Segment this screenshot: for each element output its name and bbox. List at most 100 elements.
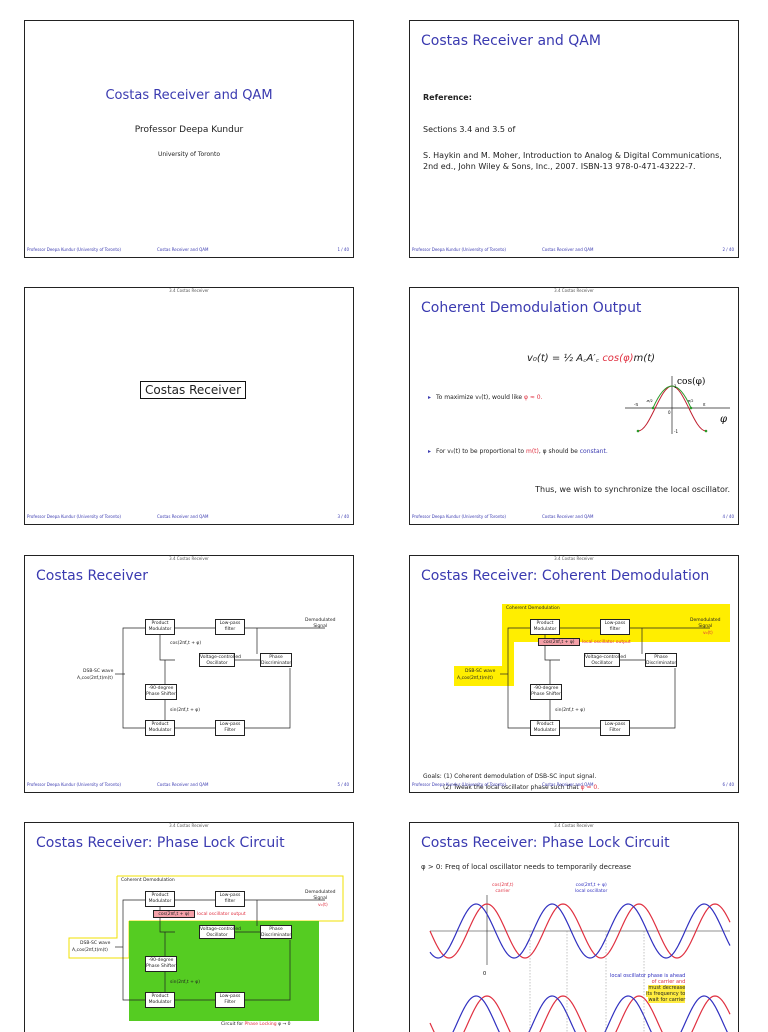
block-label: -90-degree Phase Shifter — [146, 686, 176, 697]
frame-title: Costas Receiver: Phase Lock Circuit — [36, 835, 285, 851]
product-modulator-bottom[interactable]: Product Modulator — [530, 720, 560, 736]
equation-lhs: v₀(t) = ½ A꜀A′꜀ — [527, 353, 603, 364]
footer-title: Costas Receiver and QAM — [157, 782, 209, 787]
section-header: 3.4 Costas Receiver — [169, 556, 209, 561]
bullet-icon: ▸ — [428, 394, 432, 401]
carrier-text: carrier — [495, 889, 511, 894]
input-equation: A꜀cos(2πf꜀t)m(t) — [72, 948, 108, 953]
conclusion: Thus, we wish to synchronize the local o… — [535, 485, 730, 494]
product-modulator-bottom[interactable]: Product Modulator — [145, 992, 175, 1008]
footer: Professor Deepa Kundur (University of To… — [412, 514, 734, 521]
note-line-4: its frequency to — [646, 991, 686, 997]
tick-negpi2: -π/2 — [646, 399, 653, 403]
tick-negpi: -π — [634, 402, 638, 407]
phase-discriminator[interactable]: Phase Discriminator — [645, 653, 677, 667]
slide-6[interactable]: 3.4 Costas Receiver Costas Receiver: Coh… — [409, 555, 739, 793]
slide-8[interactable]: 3.4 Costas Receiver Costas Receiver: Pha… — [409, 822, 739, 1032]
lowpass-filter-top[interactable]: Low-pass filter — [600, 619, 630, 635]
vco-block[interactable]: Voltage-controlled Oscillator — [199, 925, 241, 939]
phase-discriminator[interactable]: Phase Discriminator — [260, 925, 292, 939]
goal-1: Goals: (1) Coherent demodulation of DSB-… — [423, 773, 597, 780]
footer-title: Costas Receiver and QAM — [157, 514, 209, 519]
lowpass-filter-top[interactable]: Low-pass filter — [215, 891, 245, 907]
note-line-2: of carrier and — [651, 979, 686, 985]
lo-label: cos(2πf꜀t + φ)local oscillator — [575, 883, 607, 895]
block-label: cos(2πf꜀t + φ) — [543, 640, 575, 645]
author: Professor Deepa Kundur — [134, 125, 244, 135]
block-label: Product Modulator — [533, 722, 557, 733]
bullet-maximize: ▸To maximize v₀(t), would like φ ≈ 0. — [428, 394, 543, 401]
block-label: Low-pass Filter — [604, 722, 626, 733]
demodulated-label: Demodulated Signal — [305, 890, 336, 901]
equation-cos: cos(φ) — [602, 353, 634, 364]
block-wires — [115, 627, 325, 729]
frame-title: Costas Receiver: Phase Lock Circuit — [421, 835, 670, 851]
footer: Professor Deepa Kundur (University of To… — [27, 247, 349, 254]
footer-page: 2 / 40 — [722, 247, 734, 252]
block-label: Voltage-controlled Oscillator — [585, 655, 626, 666]
vco-block[interactable]: Voltage-controlled Oscillator — [584, 653, 626, 667]
product-modulator-bottom[interactable]: Product Modulator — [145, 720, 175, 736]
block-label: Low-pass filter — [219, 621, 241, 632]
footer: Professor Deepa Kundur (University of To… — [27, 514, 349, 521]
bullet-text: , φ should be — [538, 448, 580, 455]
bullet-highlight: φ ≈ 0. — [524, 394, 543, 401]
phase-shifter[interactable]: -90-degree Phase Shifter — [145, 684, 177, 700]
cos-label: cos(2πf꜀t + φ) — [170, 641, 202, 646]
block-label: Low-pass filter — [219, 893, 241, 904]
axis-label: φ — [720, 414, 727, 425]
footer-author: Professor Deepa Kundur (University of To… — [412, 782, 506, 787]
phase-shifter[interactable]: -90-degree Phase Shifter — [530, 684, 562, 700]
demodulated-label: Demodulated Signal — [305, 618, 336, 629]
tick-pi: π — [703, 402, 706, 407]
slide-2[interactable]: Costas Receiver and QAM Reference: Secti… — [409, 20, 739, 258]
frame-title: Costas Receiver and QAM — [421, 33, 601, 49]
product-modulator-top[interactable]: Product Modulator — [530, 619, 560, 635]
bullet-highlight: m(t) — [525, 448, 539, 455]
region-label: Coherent Demodulation — [506, 606, 560, 611]
bullet-highlight: constant. — [579, 448, 608, 455]
lo-output-box: cos(2πf꜀t + φ) — [538, 638, 580, 646]
lo-output-box: cos(2πf꜀t + φ) — [153, 910, 195, 918]
lowpass-filter-bottom[interactable]: Low-pass Filter — [600, 720, 630, 736]
sin-label: sin(2πf꜀t + φ) — [170, 708, 201, 713]
lowpass-filter-top[interactable]: Low-pass filter — [215, 619, 245, 635]
goal-2-text: (2) Tweak the local oscillator phase suc… — [443, 784, 581, 791]
section-header: 3.4 Costas Receiver — [554, 556, 594, 561]
lo-output-label: local oscillator output — [582, 640, 631, 645]
tick-neg1: -1 — [674, 429, 678, 434]
block-label: Phase Discriminator — [646, 655, 677, 666]
product-modulator-top[interactable]: Product Modulator — [145, 891, 175, 907]
section-header: 3.4 Costas Receiver — [169, 823, 209, 828]
caption-text: Circuit for — [221, 1022, 245, 1027]
lo-text: local oscillator — [575, 889, 608, 894]
equation-m: m(t) — [633, 353, 656, 364]
block-label: Product Modulator — [148, 893, 172, 904]
block-label: Low-pass Filter — [219, 994, 241, 1005]
reference-label: Reference: — [423, 93, 472, 102]
input-label: DSB-SC wave — [80, 941, 111, 946]
lo-output-label: local oscillator output — [197, 912, 246, 917]
slide-3[interactable]: 3.4 Costas Receiver Costas Receiver Prof… — [24, 287, 354, 525]
lowpass-filter-bottom[interactable]: Low-pass Filter — [215, 720, 245, 736]
slide-4[interactable]: 3.4 Costas Receiver Coherent Demodulatio… — [409, 287, 739, 525]
footer-title: Costas Receiver and QAM — [542, 514, 594, 519]
slide-7[interactable]: 3.4 Costas Receiver Costas Receiver: Pha… — [24, 822, 354, 1032]
footer-title: Costas Receiver and QAM — [542, 782, 594, 787]
vco-block[interactable]: Voltage-controlled Oscillator — [199, 653, 241, 667]
phase-note: local oscillator phase is ahead of carri… — [610, 973, 686, 1003]
lowpass-filter-bottom[interactable]: Low-pass Filter — [215, 992, 245, 1008]
slide-1[interactable]: Costas Receiver and QAM Professor Deepa … — [24, 20, 354, 258]
block-label: Phase Discriminator — [261, 655, 292, 666]
section-header: 3.4 Costas Receiver — [554, 823, 594, 828]
phase-shifter[interactable]: -90-degree Phase Shifter — [145, 956, 177, 972]
slide-5[interactable]: 3.4 Costas Receiver Costas Receiver Prod… — [24, 555, 354, 793]
block-label: Product Modulator — [148, 621, 172, 632]
phase-discriminator[interactable]: Phase Discriminator — [260, 653, 292, 667]
product-modulator-top[interactable]: Product Modulator — [145, 619, 175, 635]
section-header: 3.4 Costas Receiver — [169, 288, 209, 293]
demodulated-label: Demodulated Signal — [690, 618, 721, 629]
caption-text: φ → 0 — [276, 1022, 291, 1027]
note-line-1: local oscillator phase is ahead — [610, 973, 686, 979]
bullet-text: For v₀(t) to be proportional to — [436, 448, 526, 455]
